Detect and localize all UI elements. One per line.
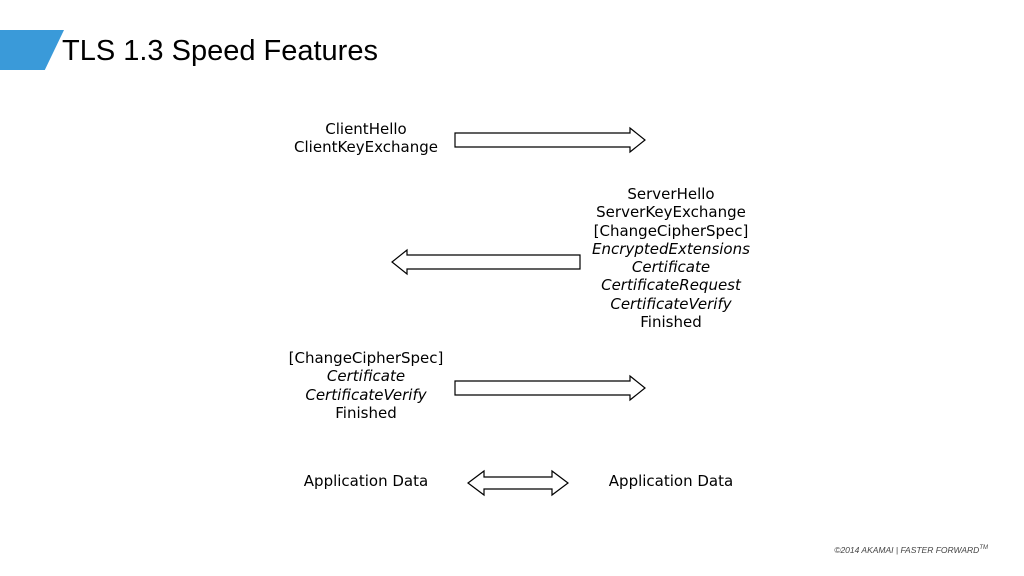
server-application-data-block: Application Data xyxy=(575,472,767,490)
client-application-data-block: Application Data xyxy=(270,472,462,490)
arrow-client-to-server-1 xyxy=(454,126,646,154)
msg-server-hello: ServerHello xyxy=(627,185,715,203)
slide-title: TLS 1.3 Speed Features xyxy=(62,35,378,67)
footer-trademark: TM xyxy=(979,545,988,552)
msg-change-cipher-spec: [ChangeCipherSpec] xyxy=(593,221,749,240)
arrow-server-to-client xyxy=(391,248,581,276)
client-finished-block: [ChangeCipherSpec] Certificate Certifica… xyxy=(270,349,462,422)
msg-finished: Finished xyxy=(640,313,702,332)
msg-certificate-request: CertificateRequest xyxy=(601,276,741,295)
arrow-client-to-server-2 xyxy=(454,374,646,402)
server-application-data: Application Data xyxy=(608,472,734,490)
arrow-application-data-bidirectional xyxy=(467,469,569,497)
msg-encrypted-extensions: EncryptedExtensions xyxy=(592,239,750,258)
footer-copyright: ©2014 AKAMAI | FASTER FORWARDTM xyxy=(834,545,988,555)
server-flight-block: ServerHello ServerKeyExchange [ChangeCip… xyxy=(575,185,767,331)
msg-certificate: Certificate xyxy=(326,367,406,386)
msg-client-key-exchange: ClientKeyExchange xyxy=(294,138,438,157)
msg-certificate-verify: CertificateVerify xyxy=(610,294,732,313)
client-hello-block: ClientHello ClientKeyExchange xyxy=(270,120,462,157)
msg-server-key-exchange: ServerKeyExchange xyxy=(596,203,746,222)
msg-certificate: Certificate xyxy=(631,258,711,277)
msg-client-hello: ClientHello xyxy=(325,120,407,138)
footer-text: ©2014 AKAMAI | FASTER FORWARD xyxy=(834,545,980,555)
msg-finished: Finished xyxy=(335,403,397,422)
msg-certificate-verify: CertificateVerify xyxy=(305,385,427,404)
msg-change-cipher-spec: [ChangeCipherSpec] xyxy=(288,349,444,367)
client-application-data: Application Data xyxy=(303,472,429,490)
